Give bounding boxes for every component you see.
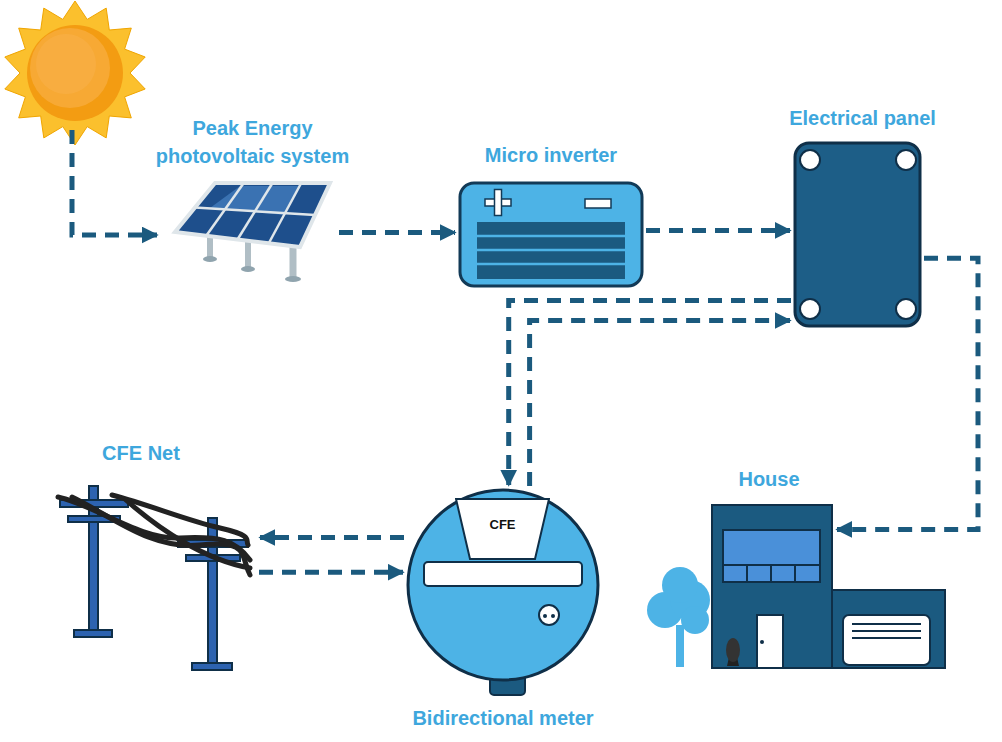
meter-icon [408, 490, 598, 695]
power-flow-arrow [339, 230, 455, 235]
power-flow-arrow [837, 258, 978, 529]
grid-node: CFE Net [55, 482, 255, 670]
node-heading: Bidirectional meter [412, 704, 593, 732]
meter-label-plate: CFE [455, 498, 550, 560]
electrical-panel-node: Electrical panel [795, 143, 920, 326]
node-heading: Electrical panel [789, 104, 936, 132]
electrical-panel-icon [795, 143, 920, 326]
node-heading: House [738, 465, 799, 493]
power-flow-arrow [260, 535, 404, 540]
power-flow-arrow [259, 570, 403, 575]
inverter-icon [460, 183, 642, 286]
power-flow-arrow [509, 300, 791, 485]
node-heading: Micro inverter [485, 141, 617, 169]
node-heading: CFE Net [102, 439, 180, 467]
power-flow-arrow [646, 228, 790, 233]
power-flow-arrow [530, 321, 790, 486]
trapezoid-shape [456, 499, 549, 559]
meter-brand-label: CFE [490, 517, 516, 532]
solar-panel-icon [175, 183, 330, 282]
solar-panel-node: Peak Energy photovoltaic system [170, 180, 335, 285]
node-heading: Peak Energy photovoltaic system [138, 114, 368, 170]
inverter-node: Micro inverter [460, 183, 642, 286]
sun-icon [5, 1, 145, 145]
house-node: House [712, 505, 832, 668]
meter-node: CFEBidirectional meter [408, 490, 598, 680]
sun-ray-arrow [72, 130, 157, 235]
utility-poles-icon [58, 486, 250, 670]
